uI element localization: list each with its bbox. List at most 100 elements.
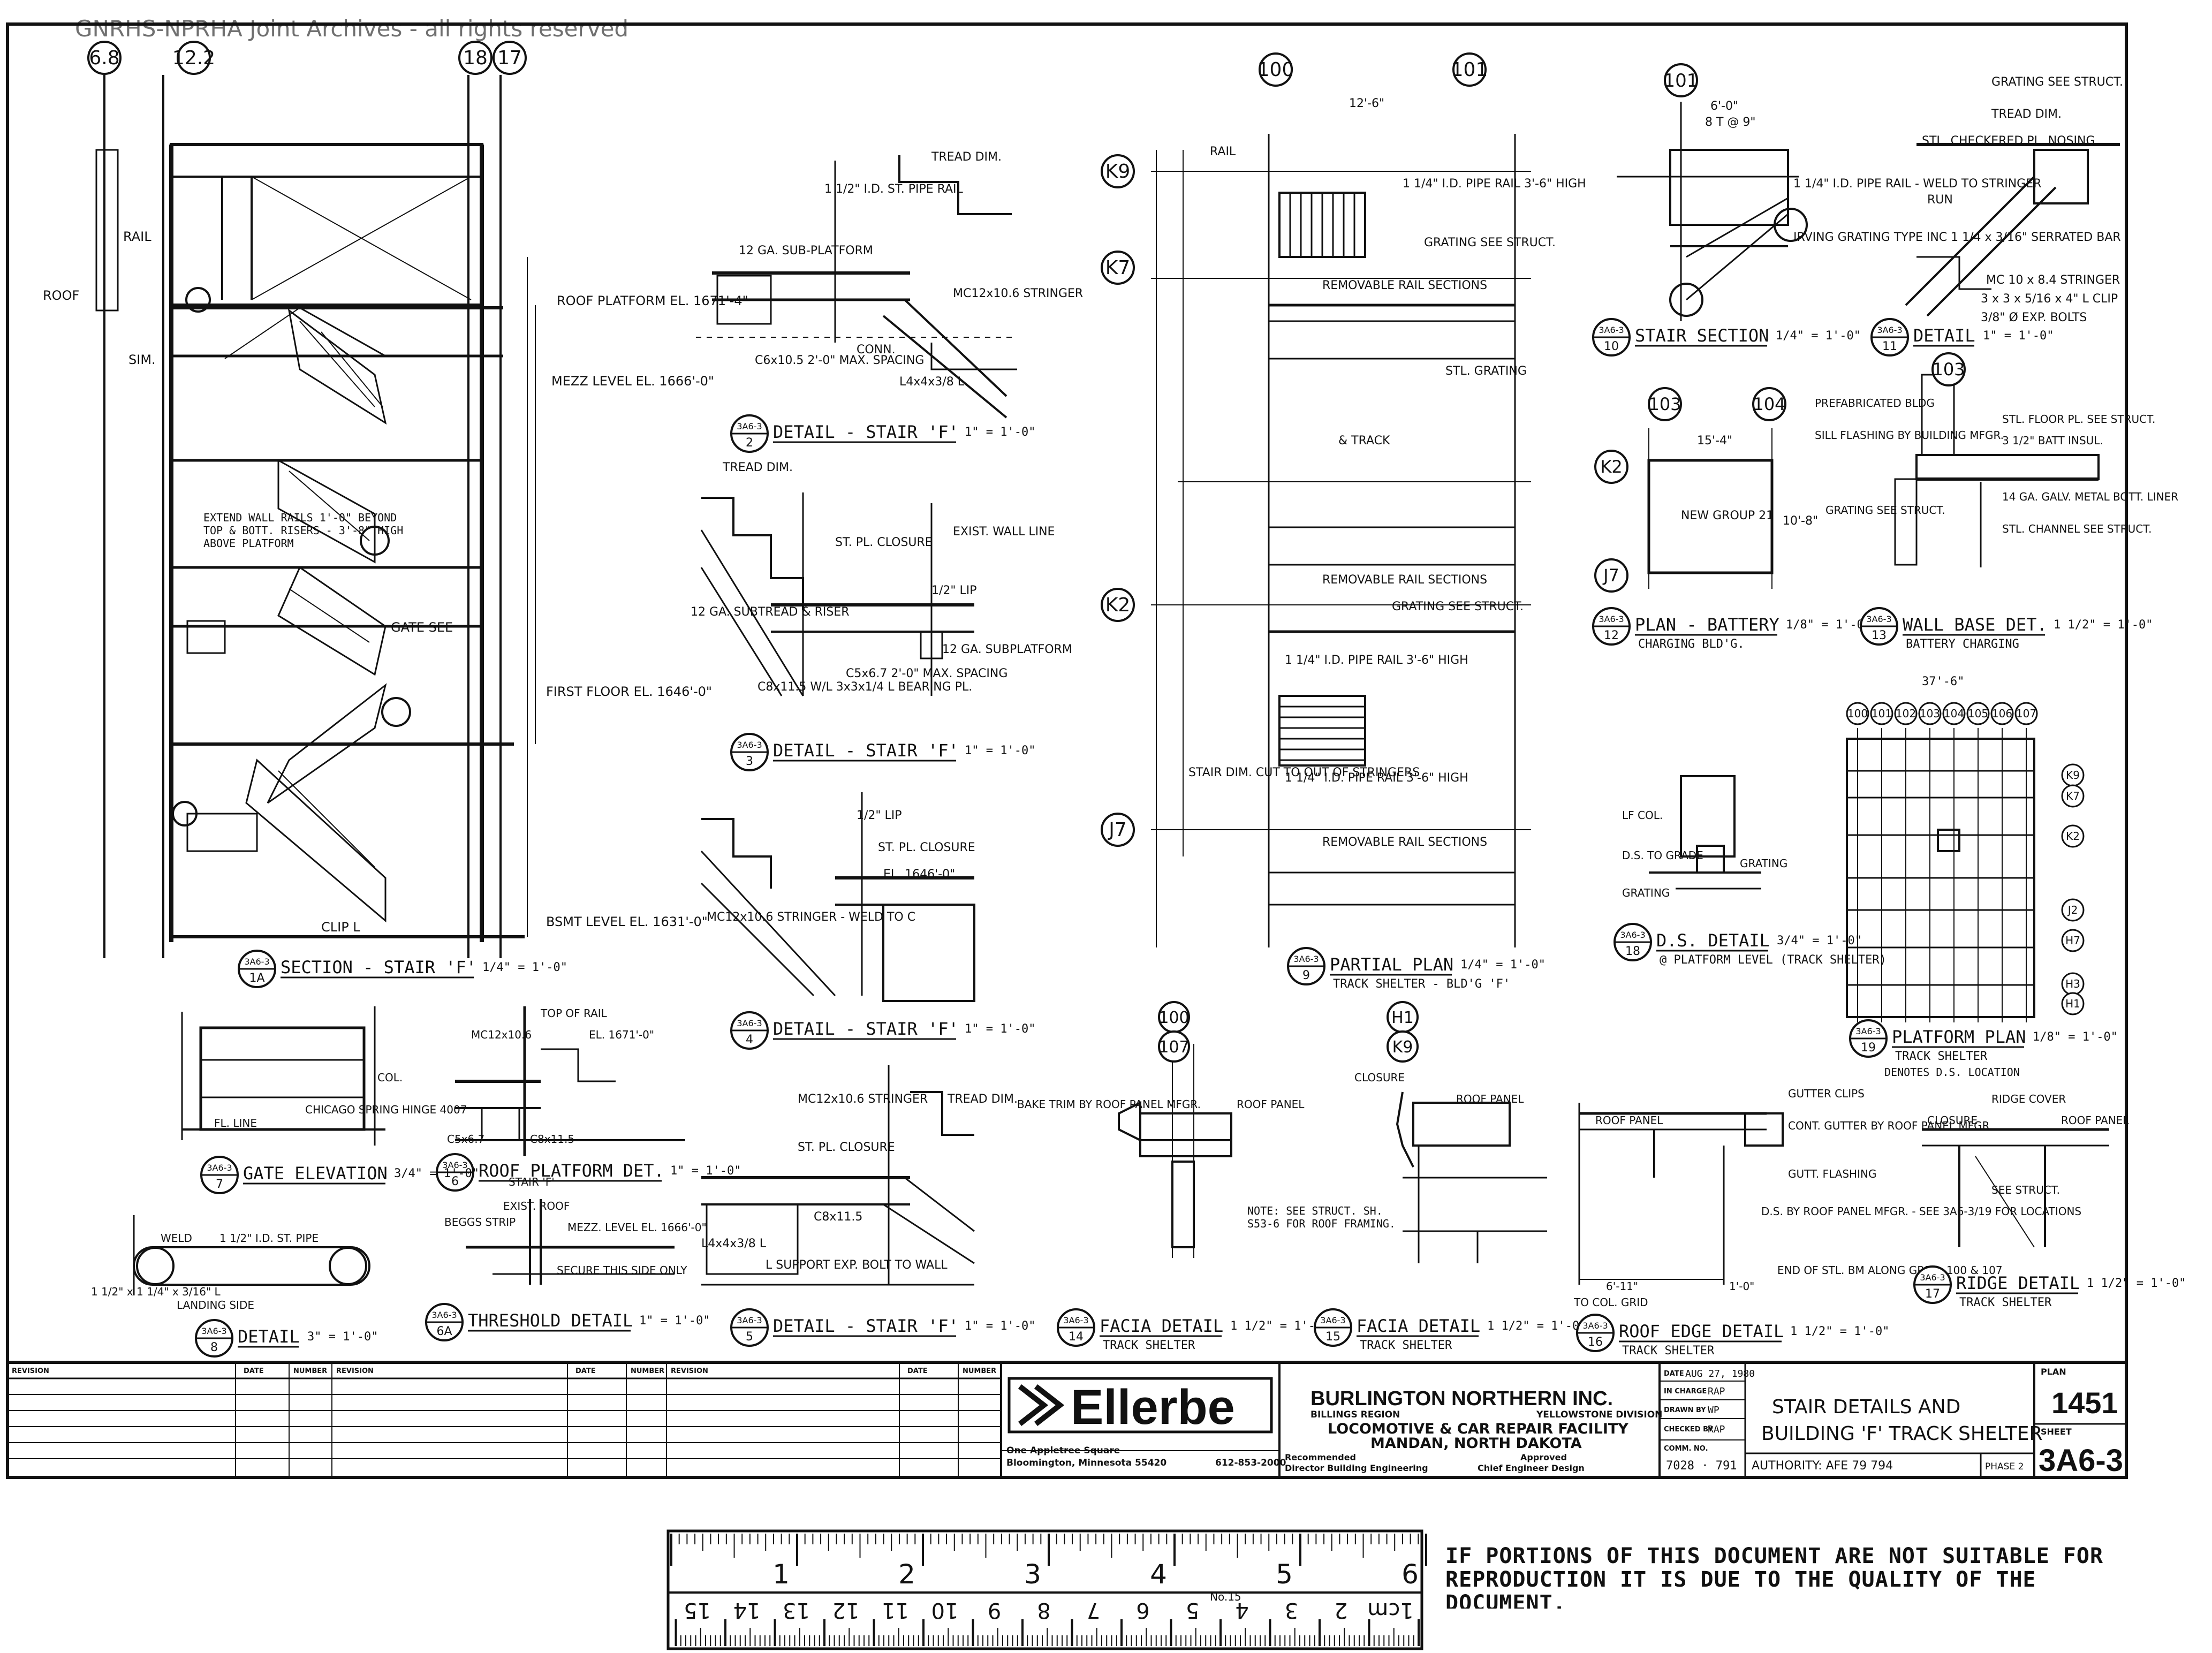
note-text: 15'-4" [1697, 434, 1732, 448]
note-text: GRATING [1622, 886, 1670, 899]
detail-scale: 1 1/2" = 1'-0" [2054, 618, 2153, 632]
recommended-label: Recommended [1285, 1452, 1356, 1462]
detail-title-text: STAIR SECTION [1635, 325, 1769, 346]
revision-header: REVISION [336, 1367, 374, 1375]
note-text: D.S. BY ROOF PANEL MFGR. - SEE 3A6-3/19 … [1761, 1205, 2081, 1218]
grid-bubble-label: J7 [1602, 565, 1619, 586]
detail-scale: 1 1/2" = 1'-0" [1790, 1325, 1889, 1338]
wall-base-drawing [1894, 374, 2100, 567]
grid-bubble-label: 107 [2016, 707, 2036, 720]
detail-title-text: FACIA DETAIL [1100, 1316, 1223, 1336]
detail-key-ref: 3A6-3 [1599, 614, 1624, 624]
note-text: 12 GA. SUBPLATFORM [942, 643, 1072, 656]
note-text: TREAD DIM. [722, 461, 793, 474]
ruler-cm-label: 12 [832, 1598, 860, 1622]
grid-bubble-label: 105 [1968, 707, 1988, 720]
detail-key-number: 6 [451, 1175, 459, 1188]
detail-title-text: GATE ELEVATION [243, 1163, 388, 1184]
ruler-cm-label: 4 [1235, 1598, 1248, 1622]
ruler-cm-label: 3 [1285, 1598, 1298, 1622]
detail-scale: 1/8" = 1'-0" [2033, 1030, 2118, 1044]
detail-scale: 3" = 1'-0" [307, 1330, 378, 1344]
detail-key-ref: 3A6-3 [201, 1326, 226, 1336]
note-text: 10'-8" [1783, 514, 1818, 528]
platform-plan-bubbles: 100 101 102 103 104 105 106 107 K9 K7 K2… [1846, 702, 2085, 1015]
note-text: SILL FLASHING BY BUILDING MFGR. [1815, 429, 2004, 442]
detail-key-number: 6A [436, 1325, 452, 1338]
facia-14-notes: BAKE TRIM BY ROOF PANEL MFGR. ROOF PANEL [1017, 1098, 1305, 1111]
note-text: CLOSURE [1354, 1071, 1405, 1084]
note-text: 12'-6" [1349, 97, 1384, 110]
detail-8-drawing [133, 1215, 370, 1295]
note-text: ROOF [43, 288, 79, 303]
detail-key-ref: 3A6-3 [244, 957, 269, 967]
detail-scale: 1" = 1'-0" [639, 1314, 710, 1328]
revision-header: DATE [575, 1367, 596, 1375]
roof-edge-notes: ROOF PANEL GUTTER CLIPS CONT. GUTTER BY … [1573, 1087, 2081, 1309]
grid-bubble-label: 101 [1872, 707, 1892, 720]
grid-bubble-label: 6.8 [89, 47, 119, 69]
ruler-cm-label: 8 [1037, 1598, 1050, 1622]
note-text: 6'-0" [1710, 100, 1738, 113]
note-text: 14 GA. GALV. METAL BOTT. LINER [2002, 490, 2178, 503]
grid-bubble-label: 12.2 [172, 47, 215, 69]
gate-notes: CHICAGO SPRING HINGE 4007 FL. LINE COL. [214, 1071, 467, 1129]
revision-header: NUMBER [293, 1367, 327, 1375]
note-text: MC 10 x 8.4 STRINGER [1986, 274, 2120, 287]
note-text: 6'-11" [1606, 1280, 1638, 1293]
note-text: RAIL [123, 229, 151, 244]
date-label: DATE [1664, 1370, 1684, 1378]
note-text: BAKE TRIM BY ROOF PANEL MFGR. [1017, 1098, 1201, 1111]
grid-bubble-label: H3 [2065, 977, 2080, 990]
project-name: LOCOMOTIVE & CAR REPAIR FACILITY [1328, 1421, 1628, 1437]
ruler-inch-label: 6 [1402, 1559, 1419, 1590]
grid-bubble-label: K9 [2066, 769, 2080, 782]
note-text: 1 1/4" I.D. PIPE RAIL 3'-6" HIGH [1285, 771, 1468, 785]
note-text: ROOF PANEL [2061, 1114, 2129, 1127]
note-text: 12 GA. SUB-PLATFORM [739, 244, 873, 257]
authority: AUTHORITY: AFE 79 794 [1752, 1459, 1893, 1473]
detail-key-number: 7 [216, 1178, 223, 1191]
detail-scale: 1/4" = 1'-0" [1776, 329, 1861, 343]
grid-bubble-label: 101 [1451, 59, 1488, 81]
revision-header: NUMBER [631, 1367, 664, 1375]
note-text: 3 1/2" BATT INSUL. [2002, 434, 2103, 447]
note-text: 3 x 3 x 5/16 x 4" L CLIP [1981, 292, 2118, 306]
detail-11-notes: GRATING SEE STRUCT. TREAD DIM. STL. CHEC… [1922, 75, 2123, 324]
detail-title-text: DETAIL - STAIR 'F' [773, 1019, 959, 1039]
detail-5-drawing [701, 1065, 975, 1286]
note-text: IRVING GRATING TYPE INC 1 1/4 x 3/16" SE… [1793, 231, 2121, 244]
detail-subtitle: BATTERY CHARGING [1906, 638, 2019, 651]
note-text: & TRACK [1338, 434, 1390, 448]
note-text: STL. CHECKERED PL. NOSING [1922, 134, 2095, 148]
note-text: 37'-6" [1922, 675, 1964, 688]
detail-3-notes: TREAD DIM. ST. PL. CLOSURE EXIST. WALL L… [691, 461, 1072, 694]
detail-key-number: 19 [1861, 1041, 1876, 1055]
stair-section-notes: 6'-0" 8 T @ 9" 1 1/4" I.D. PIPE RAIL - W… [1705, 100, 2121, 244]
platform-plan-drawing [1846, 738, 2035, 1018]
detail-title-text: D.S. DETAIL [1656, 930, 1770, 951]
detail-scale: 1/4" = 1'-0" [1460, 958, 1546, 972]
detail-title-text: ROOF PLATFORM DET. [479, 1161, 664, 1181]
detail-title-text: RIDGE DETAIL [1956, 1273, 2080, 1293]
note-text: STL. GRATING [1445, 365, 1527, 378]
grid-bubble-label: K2 [1105, 594, 1131, 616]
grid-bubble-label: K9 [1105, 161, 1131, 183]
ruler-inch-label: 1 [772, 1559, 790, 1590]
note-text: C5x6.7 [447, 1133, 484, 1146]
detail-key-ref: 3A6-3 [737, 421, 762, 431]
note-text: C8x11.5 [530, 1133, 574, 1146]
detail-subtitle: TRACK SHELTER [1959, 1296, 2052, 1309]
ruler-cm-label: 10 [931, 1598, 959, 1622]
detail-subtitle: TRACK SHELTER [1360, 1339, 1452, 1352]
detail-8-notes: WELD 1 1/2" I.D. ST. PIPE 1 1/2" x 1 1/4… [91, 1232, 319, 1311]
detail-scale: 1/4" = 1'-0" [482, 961, 567, 974]
detail-key-number: 4 [746, 1033, 753, 1047]
note-text: MC12x10.6 STRINGER [798, 1093, 928, 1106]
